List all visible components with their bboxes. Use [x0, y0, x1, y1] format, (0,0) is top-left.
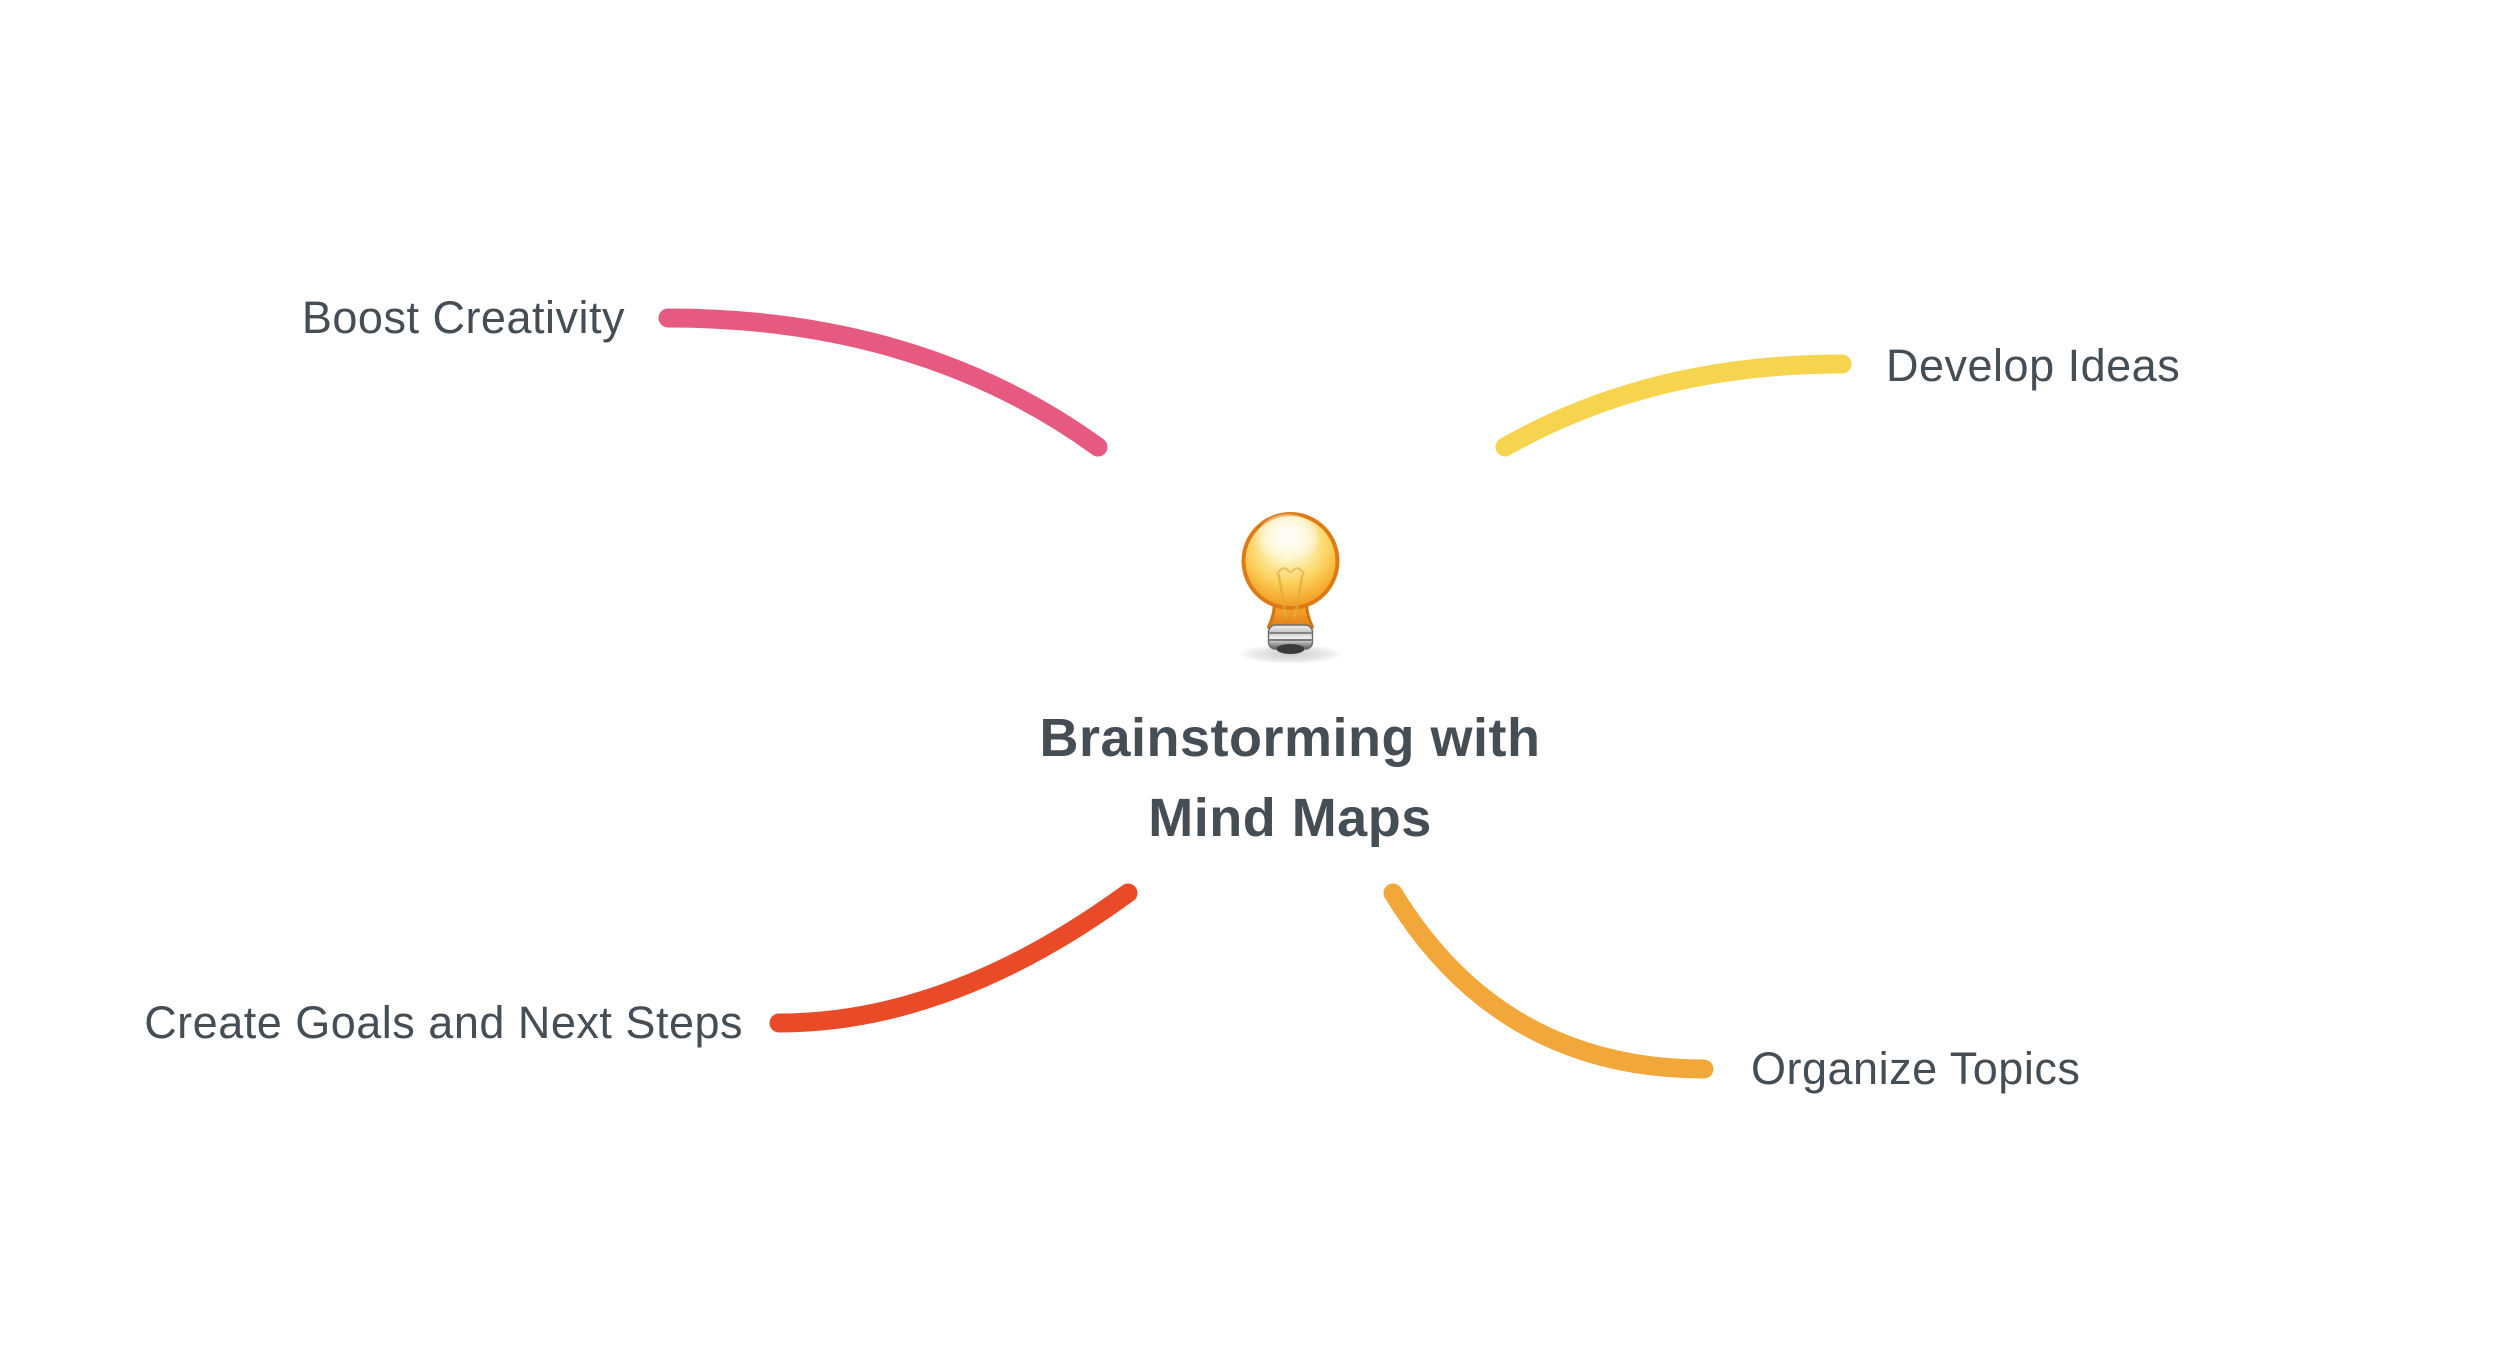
branch-curve-develop-ideas — [1495, 354, 1852, 457]
central-node[interactable]: Brainstorming with Mind Maps — [1039, 506, 1540, 858]
branch-node-organize-topics[interactable]: Organize Topics — [1751, 1043, 2081, 1094]
branch-node-develop-ideas[interactable]: Develop Ideas — [1886, 340, 2181, 391]
central-node-title: Brainstorming with Mind Maps — [1039, 698, 1540, 858]
central-title-line1: Brainstorming with — [1039, 708, 1541, 768]
branch-curve-organize-topics — [1383, 883, 1714, 1079]
lightbulb-icon — [1236, 512, 1343, 664]
central-title-line2: Mind Maps — [1148, 788, 1432, 848]
branch-node-boost-creativity[interactable]: Boost Creativity — [301, 292, 625, 343]
branch-curve-boost-creativity — [658, 308, 1108, 457]
branch-node-create-goals[interactable]: Create Goals and Next Steps — [144, 997, 743, 1048]
branch-curve-create-goals — [769, 883, 1138, 1033]
